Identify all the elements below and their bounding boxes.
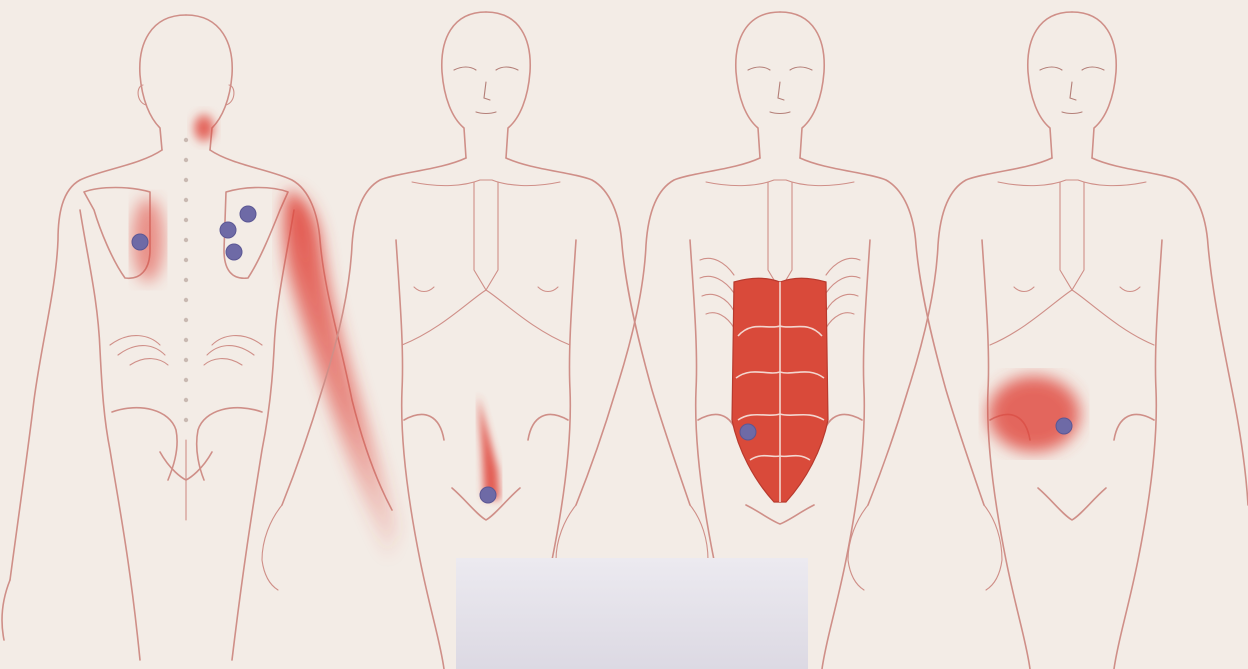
caption-panel (456, 558, 808, 669)
trigger-point (1056, 418, 1072, 434)
neck-referral-area (190, 110, 218, 146)
trigger-point (220, 222, 236, 238)
trigger-point (240, 206, 256, 222)
trigger-point (480, 487, 496, 503)
lateral-abdomen-referral-area (988, 376, 1080, 452)
trigger-point (132, 234, 148, 250)
trigger-point (740, 424, 756, 440)
lower-abdomen-referral-area (478, 395, 500, 500)
spine-markers (184, 138, 188, 422)
figure-back-view (2, 15, 398, 660)
arm-referral-area (284, 190, 399, 560)
trigger-point (226, 244, 242, 260)
rectus-abdominis-muscle (732, 278, 828, 502)
figure-front-view-3 (848, 12, 1248, 669)
